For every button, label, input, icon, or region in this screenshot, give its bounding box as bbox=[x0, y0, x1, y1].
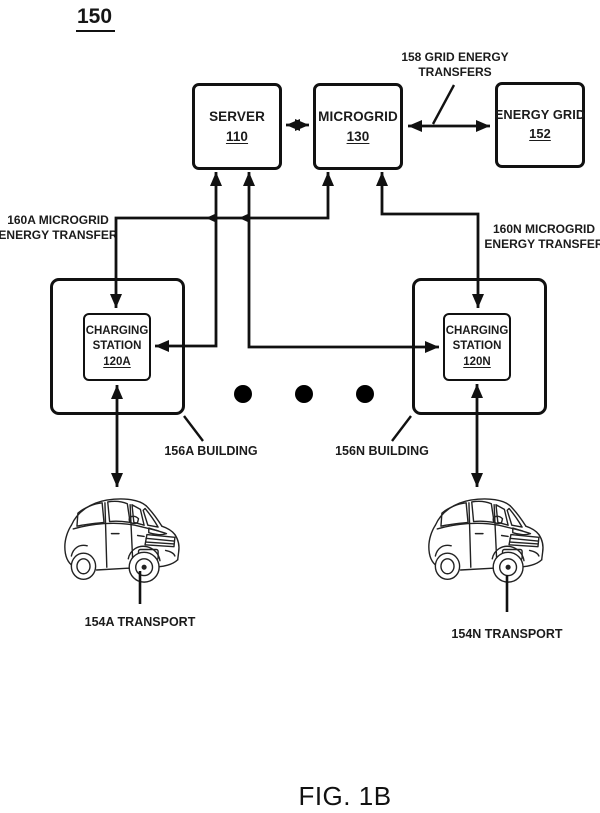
charging-station-a-box: CHARGING STATION 120A bbox=[83, 313, 151, 381]
transport-vehicle-a-icon bbox=[48, 487, 188, 584]
transport-n-label: 154N TRANSPORT bbox=[447, 627, 567, 642]
junction-arrowhead-left bbox=[206, 213, 217, 223]
ellipsis-dot-2 bbox=[295, 385, 313, 403]
building-a-label: 156A BUILDING bbox=[151, 444, 271, 459]
charging-station-n-ref: 120N bbox=[463, 355, 491, 370]
connector-server-station-n bbox=[249, 172, 439, 347]
charging-station-a-title-line2: STATION bbox=[93, 339, 142, 354]
ellipsis-dots bbox=[234, 385, 374, 403]
microgrid-ref: 130 bbox=[347, 127, 370, 147]
microgrid-energy-transfer-n-line1: 160N MICROGRID bbox=[484, 222, 600, 237]
energy-grid-box: ENERGY GRID 152 bbox=[495, 82, 585, 168]
charging-station-a-title-line1: CHARGING bbox=[86, 324, 149, 339]
transport-a-label: 154A TRANSPORT bbox=[80, 615, 200, 630]
charging-station-n-box: CHARGING STATION 120N bbox=[443, 313, 511, 381]
microgrid-box: MICROGRID 130 bbox=[313, 83, 403, 170]
leader-building-a bbox=[184, 416, 203, 441]
microgrid-energy-transfer-n-label: 160N MICROGRID ENERGY TRANSFER bbox=[484, 222, 600, 251]
server-ref: 110 bbox=[226, 127, 248, 147]
server-title: SERVER bbox=[209, 107, 265, 127]
microgrid-energy-transfer-a-label: 160A MICROGRID ENERGY TRANSFER bbox=[0, 213, 118, 242]
grid-energy-transfers-label: 158 GRID ENERGY TRANSFERS bbox=[395, 50, 515, 79]
microgrid-energy-transfer-a-line2: ENERGY TRANSFER bbox=[0, 228, 118, 243]
ellipsis-dot-1 bbox=[234, 385, 252, 403]
microgrid-energy-transfer-n-line2: ENERGY TRANSFER bbox=[484, 237, 600, 252]
junction-arrowhead-right bbox=[239, 213, 250, 223]
microgrid-energy-transfer-a-line1: 160A MICROGRID bbox=[0, 213, 118, 228]
charging-station-a-ref: 120A bbox=[103, 355, 131, 370]
grid-energy-transfers-line1: 158 GRID ENERGY bbox=[395, 50, 515, 65]
transport-vehicle-n-icon bbox=[412, 487, 552, 584]
junction-arrowheads bbox=[206, 213, 250, 223]
figure-caption: FIG. 1B bbox=[245, 781, 445, 812]
microgrid-title: MICROGRID bbox=[318, 107, 398, 127]
server-box: SERVER 110 bbox=[192, 83, 282, 170]
leader-building-n bbox=[392, 416, 411, 441]
grid-energy-transfers-line2: TRANSFERS bbox=[395, 65, 515, 80]
energy-grid-ref: 152 bbox=[529, 125, 551, 144]
charging-station-n-title-line2: STATION bbox=[453, 339, 502, 354]
charging-station-n-title-line1: CHARGING bbox=[446, 324, 509, 339]
leader-grid-energy-transfers bbox=[433, 85, 454, 124]
building-n-label: 156N BUILDING bbox=[322, 444, 442, 459]
figure-reference-number: 150 bbox=[76, 5, 115, 32]
ellipsis-dot-3 bbox=[356, 385, 374, 403]
energy-grid-title: ENERGY GRID bbox=[495, 106, 585, 125]
